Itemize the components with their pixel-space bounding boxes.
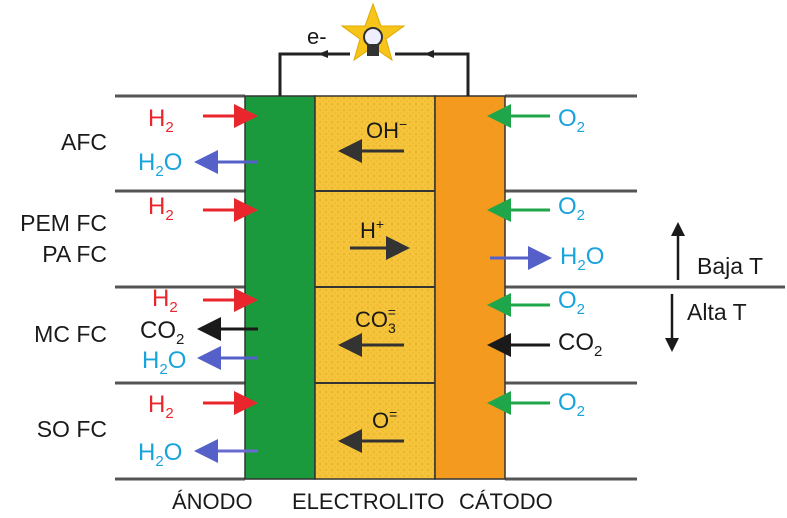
anode-layer (244, 95, 316, 480)
ion-oh: OH− (366, 116, 407, 143)
low-temperature-label: Baja T (697, 253, 763, 279)
species-h2o: H2O (560, 243, 604, 274)
species-h2o: H2O (138, 149, 182, 180)
species-h2o: H2O (138, 439, 182, 470)
arrow-down-icon (665, 338, 679, 352)
high-temperature-label: Alta T (687, 299, 747, 325)
arrow-up-icon (671, 222, 685, 236)
species-h2: H2 (148, 193, 174, 224)
ion-h: H+ (360, 216, 384, 243)
species-o2: O2 (558, 193, 585, 224)
species-o2: O2 (558, 389, 585, 420)
species-h2: H2 (148, 391, 174, 422)
row-label-afc: AFC (61, 129, 107, 155)
row-dividers (115, 94, 785, 481)
species-h2o: H2O (142, 347, 186, 378)
electron-label: e- (307, 24, 327, 49)
temperature-indicator (665, 222, 685, 352)
cathode-layer (434, 95, 506, 480)
species-h2: H2 (152, 285, 178, 316)
external-circuit (278, 52, 470, 96)
species-co2: CO2 (558, 329, 602, 360)
row-label-mcfc: MC FC (34, 321, 107, 347)
footer-anode-label: ÁNODO (172, 489, 253, 514)
footer-cathode-label: CÁTODO (459, 489, 553, 514)
ion-co3: CO3= (355, 304, 396, 336)
footer-electrolyte-label: ELECTROLITO (292, 489, 444, 514)
ion-o: O= (372, 406, 397, 433)
row-label-pemfc: PEM FC (20, 210, 107, 236)
species-co2: CO2 (140, 317, 184, 348)
species-h2: H2 (148, 105, 174, 136)
circuit-arrow-icon (318, 50, 328, 58)
light-bulb-icon (340, 2, 406, 62)
circuit-arrow-icon (424, 50, 434, 58)
row-label-sofc: SO FC (37, 416, 107, 442)
row-label-pafc: PA FC (42, 241, 107, 267)
species-o2: O2 (558, 105, 585, 136)
species-o2: O2 (558, 287, 585, 318)
